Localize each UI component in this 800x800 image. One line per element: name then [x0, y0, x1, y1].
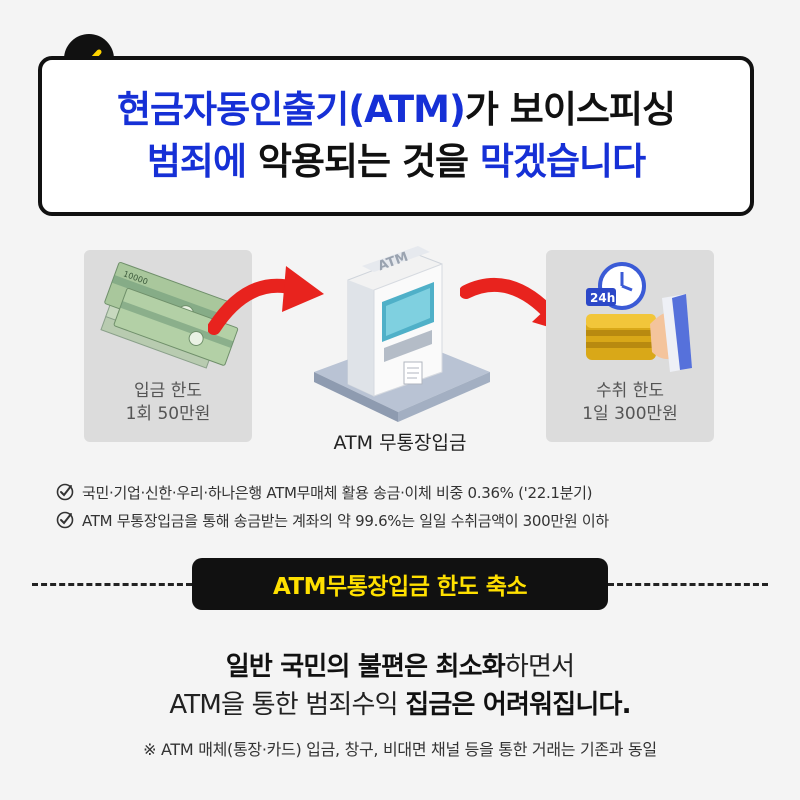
conclusion-line1-rest: 하면서	[504, 652, 575, 682]
cash-hand-icon: 24h	[586, 262, 692, 372]
checkbox-check-icon	[56, 483, 74, 501]
atm-machine-icon: ATM	[314, 246, 490, 422]
title-line2-dark: 악용되는 것을	[246, 140, 480, 183]
withdraw-limit-value: 1일 300만원	[582, 404, 678, 424]
list-item: ATM 무통장입금을 통해 송금받는 계좌의 약 99.6%는 일일 수취금액이…	[56, 506, 776, 534]
withdraw-limit-label: 수취 한도	[596, 381, 664, 401]
conclusion-line2-bold: 집금은 어려워집니다.	[405, 690, 631, 720]
headline-pill: ATM무통장입금 한도 축소	[192, 558, 608, 610]
headline-pill-text: ATM무통장입금 한도 축소	[272, 574, 528, 600]
deposit-limit-panel: 10000 입금 한도 1회 50만원	[84, 250, 252, 442]
red-arrow-icon	[208, 266, 324, 335]
dashed-divider	[32, 583, 192, 586]
title-line-2: 범죄에 악용되는 것을 막겠습니다	[146, 136, 646, 188]
fact-list: 국민·기업·신한·우리·하나은행 ATM무매체 활용 송금·이체 비중 0.36…	[56, 478, 776, 534]
title-line-1: 현금자동인출기(ATM)가 보이스피싱	[116, 84, 676, 136]
title-line1-blue: 현금자동인출기(ATM)	[116, 88, 466, 131]
withdraw-limit-caption: 수취 한도 1일 300만원	[546, 380, 714, 426]
deposit-limit-value: 1회 50만원	[125, 404, 211, 424]
banknote-stack-icon: 10000	[100, 261, 239, 369]
title-line1-dark: 가 보이스피싱	[464, 88, 676, 131]
list-item: 국민·기업·신한·우리·하나은행 ATM무매체 활용 송금·이체 비중 0.36…	[56, 478, 776, 506]
clock-24h-icon: 24h	[586, 262, 646, 310]
withdraw-limit-panel: 24h 수취 한도 1일 300만원	[546, 250, 714, 442]
atm-deposit-label: ATM 무통장입금	[333, 432, 467, 454]
fact-text: ATM 무통장입금을 통해 송금받는 계좌의 약 99.6%는 일일 수취금액이…	[82, 511, 609, 530]
conclusion-text: 일반 국민의 불편은 최소화하면서 ATM을 통한 범죄수익 집금은 어려워집니…	[0, 648, 800, 724]
conclusion-line2-start: ATM을 통한 범죄수익	[169, 690, 406, 720]
footnote: ※ ATM 매체(통장·카드) 입금, 창구, 비대면 채널 등을 통한 거래는…	[143, 740, 657, 759]
title-box: 현금자동인출기(ATM)가 보이스피싱 범죄에 악용되는 것을 막겠습니다	[38, 56, 754, 216]
checkbox-check-icon	[56, 511, 74, 529]
deposit-limit-caption: 입금 한도 1회 50만원	[84, 380, 252, 426]
title-line2-blue2: 막겠습니다	[479, 140, 646, 183]
deposit-limit-label: 입금 한도	[134, 381, 202, 401]
conclusion-line-1: 일반 국민의 불편은 최소화하면서	[0, 648, 800, 686]
conclusion-line-2: ATM을 통한 범죄수익 집금은 어려워집니다.	[0, 686, 800, 724]
clock-badge-text: 24h	[590, 291, 615, 305]
conclusion-line1-bold: 일반 국민의 불편은 최소화	[225, 652, 506, 682]
fact-text: 국민·기업·신한·우리·하나은행 ATM무매체 활용 송금·이체 비중 0.36…	[82, 483, 593, 502]
title-line2-blue1: 범죄에	[146, 140, 247, 183]
dashed-divider	[608, 583, 768, 586]
